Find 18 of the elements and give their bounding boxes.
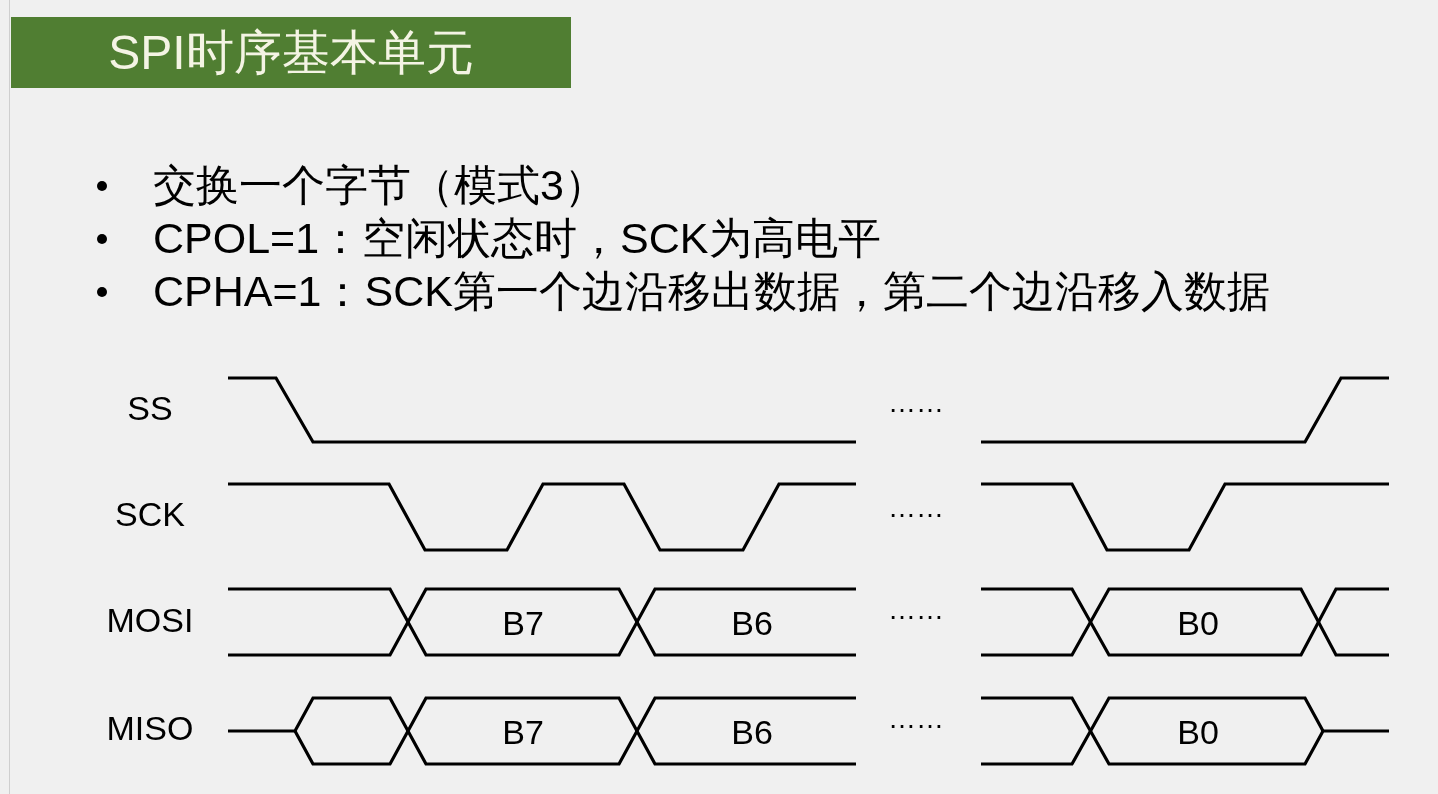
bit-label: B7: [502, 602, 544, 644]
bullet-text: CPHA=1：SCK第一个边沿移出数据，第二个边沿移入数据: [153, 266, 1270, 318]
ellipsis: ……: [888, 593, 944, 627]
bullet-text: CPOL=1：空闲状态时，SCK为高电平: [153, 213, 881, 265]
signal-label: SS: [127, 387, 173, 429]
title-banner: SPI时序基本单元: [11, 17, 571, 88]
ellipsis: ……: [888, 386, 944, 420]
bullet-text: 交换一个字节（模式3）: [153, 160, 607, 212]
bit-label: B6: [731, 602, 773, 644]
bit-label: B0: [1177, 602, 1219, 644]
signal-label: MISO: [106, 707, 194, 749]
bit-label: B6: [731, 711, 773, 753]
signal-label: MOSI: [106, 599, 194, 641]
ellipsis: ……: [888, 491, 944, 525]
bit-label: B0: [1177, 711, 1219, 753]
signal-label: SCK: [115, 493, 185, 535]
ellipsis: ……: [888, 702, 944, 736]
bit-label: B7: [502, 711, 544, 753]
